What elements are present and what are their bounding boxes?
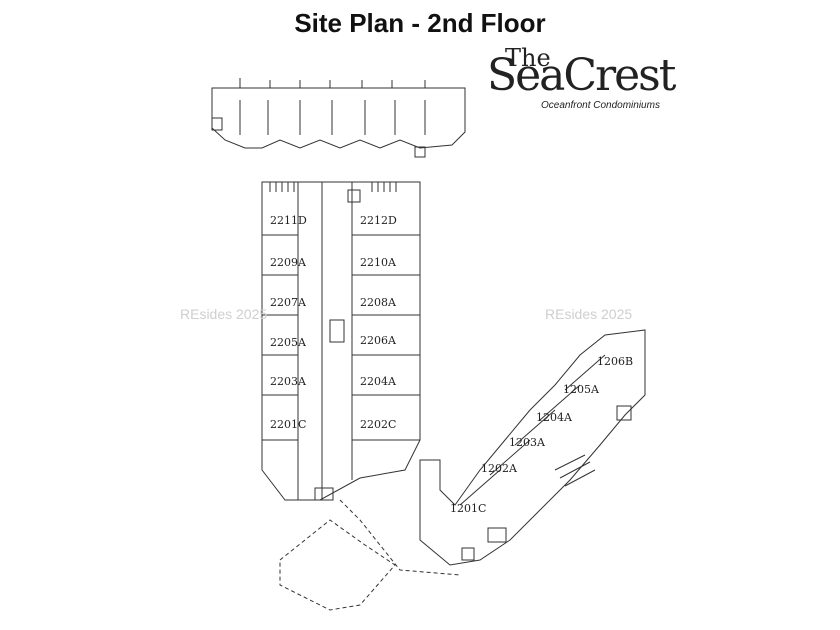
unit-label: 2212D xyxy=(360,214,397,227)
unit-label: 2210A xyxy=(360,256,397,269)
unit-label: 2208A xyxy=(360,296,397,309)
seacrest-logo: SeaCrest xyxy=(487,50,676,101)
unit-label: 2204A xyxy=(360,375,397,388)
unit-label: 1206B xyxy=(597,355,633,368)
unit-label: 1203A xyxy=(509,436,546,449)
watermark-right: REsides 2025 xyxy=(545,306,633,322)
unit-label: 2205A xyxy=(270,336,307,349)
unit-label: 1201C xyxy=(450,502,486,515)
unit-labels: 2211D 2209A 2207A 2205A 2203A 2201C 2212D 2210A… xyxy=(270,214,633,515)
unit-label: 2207A xyxy=(270,296,307,309)
logo-the-text: The xyxy=(505,44,551,72)
logo-tagline: Oceanfront Condominiums xyxy=(541,100,660,111)
unit-label: 1204A xyxy=(536,411,573,424)
unit-label: 2201C xyxy=(270,418,306,431)
north-building xyxy=(211,78,466,158)
unit-label: 2202C xyxy=(360,418,396,431)
unit-label: 1205A xyxy=(563,383,600,396)
unit-label: 2211D xyxy=(270,214,307,227)
page-title: Site Plan - 2nd Floor xyxy=(294,8,546,38)
southeast-wing xyxy=(419,329,646,566)
unit-label: 2206A xyxy=(360,334,397,347)
watermark-left: REsides 2025 xyxy=(180,306,268,322)
central-building xyxy=(261,181,421,501)
unit-label: 2203A xyxy=(270,375,307,388)
deck-outline xyxy=(279,499,461,611)
unit-label: 1202A xyxy=(481,462,518,475)
unit-label: 2209A xyxy=(270,256,307,269)
